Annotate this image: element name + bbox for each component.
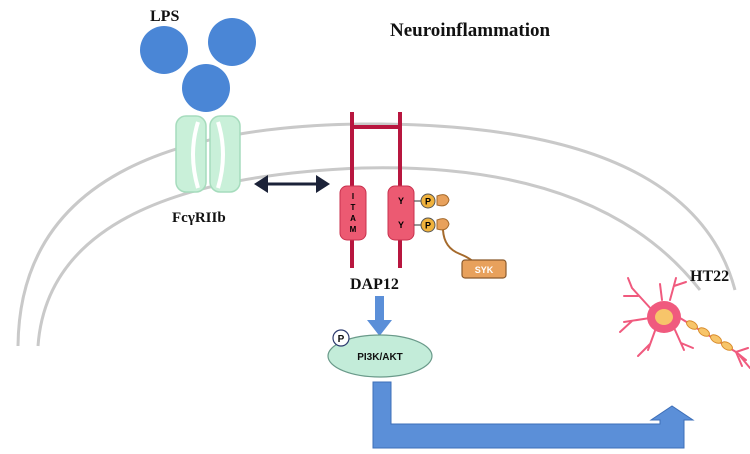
phospho-circle	[332, 329, 350, 347]
pathway-arrow	[372, 381, 695, 449]
syk-label: SYK	[475, 265, 494, 275]
fcgriib-label: FcγRIIb	[172, 210, 226, 226]
inner-membrane	[36, 166, 702, 347]
ht22-neuron	[619, 277, 750, 369]
syk-linker	[442, 229, 477, 265]
phospho-label: P	[425, 221, 431, 231]
pi3k-akt-label: PI3K/AKT	[357, 352, 403, 363]
arrow-head-right	[316, 175, 330, 193]
dap12-label: DAP12	[350, 276, 399, 293]
myelin-sheath	[686, 320, 733, 351]
lps-molecule	[182, 64, 230, 112]
itam-letter: A	[350, 214, 356, 223]
itam-letter: T	[351, 203, 356, 212]
itam-box	[339, 185, 367, 241]
pi3k-akt-node	[327, 334, 433, 378]
syk-box	[461, 259, 507, 279]
neuron-nucleus	[655, 309, 673, 325]
phospho-label: P	[338, 334, 345, 345]
ht22-label: HT22	[690, 268, 730, 285]
outer-membrane	[16, 122, 737, 347]
signal-arrow-head	[367, 320, 392, 336]
lps-molecule	[208, 18, 256, 66]
syk-sh2-domain	[436, 218, 450, 231]
itam-letter: M	[350, 225, 357, 234]
tyrosine-label: Y	[398, 196, 404, 206]
arrow-head-left	[254, 175, 268, 193]
phospho-circle	[420, 217, 436, 233]
itam-letter: I	[352, 192, 354, 201]
lps-label: LPS	[150, 8, 180, 25]
phospho-circle	[420, 193, 436, 209]
tyrosine-box	[387, 185, 415, 241]
signal-arrow-shaft	[375, 296, 384, 322]
phospho-label: P	[425, 197, 431, 207]
diagram-title: Neuroinflammation	[390, 20, 551, 41]
tyrosine-label: Y	[398, 220, 404, 230]
lps-molecule	[140, 26, 188, 74]
syk-sh2-domain	[436, 194, 450, 207]
